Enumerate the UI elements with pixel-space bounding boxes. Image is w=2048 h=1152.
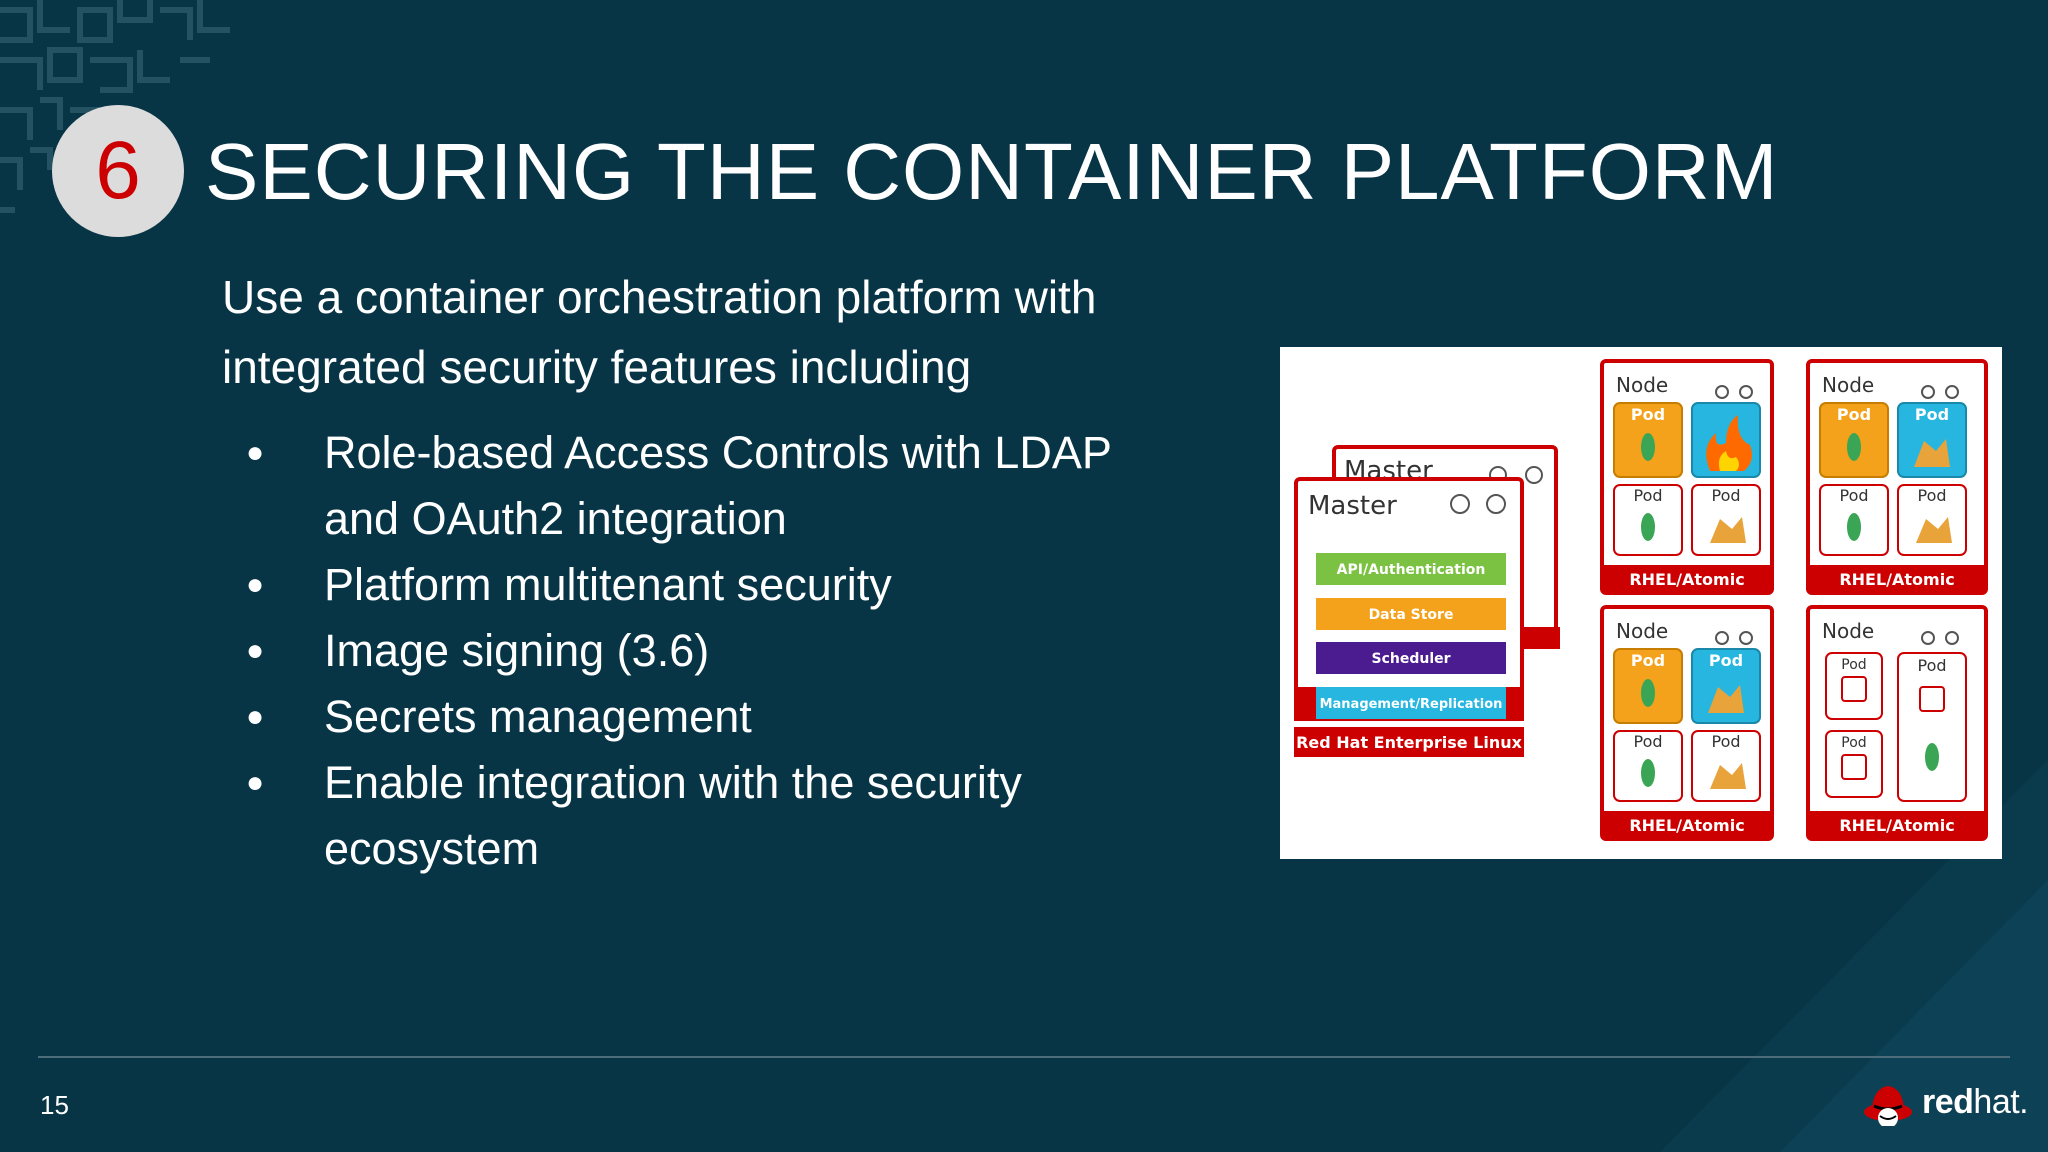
api-auth-label: API/Authentication	[1337, 562, 1486, 578]
bullet-text: Secrets management	[324, 691, 752, 742]
svg-text:Pod: Pod	[1839, 486, 1868, 505]
node-label: Node	[1616, 619, 1668, 643]
mgmt-label: Management/Replication	[1320, 697, 1503, 712]
status-circle-icon	[1450, 494, 1470, 514]
container-icon	[1841, 754, 1867, 780]
bullet-text: Platform multitenant security	[324, 559, 892, 610]
mongodb-leaf-icon	[1847, 433, 1861, 461]
svg-text:Pod: Pod	[1631, 405, 1665, 424]
node-label: Node	[1822, 373, 1874, 397]
api-auth-block	[1316, 553, 1506, 585]
bullet-text: Enable integration with the security eco…	[324, 757, 1022, 874]
node-card-2: Node Pod Pod Pod Pod RHEL/Atomic	[1806, 359, 1988, 595]
bullet-dot-icon: ●	[246, 700, 265, 733]
section-number-badge: 6	[52, 105, 184, 237]
svg-text:Pod: Pod	[1709, 651, 1743, 670]
list-item: ● Image signing (3.6)	[240, 618, 1140, 684]
bullet-dot-icon: ●	[246, 436, 265, 469]
svg-text:Pod: Pod	[1631, 651, 1665, 670]
bullet-list: ● Role-based Access Controls with LDAP an…	[240, 420, 1140, 882]
redhat-logo: redhat.	[1862, 1078, 2029, 1126]
status-circle-icon	[1525, 466, 1543, 484]
mongodb-leaf-icon	[1641, 433, 1655, 461]
pod-box	[1897, 402, 1967, 478]
svg-text:Pod: Pod	[1711, 732, 1740, 751]
tomcat-icon	[1914, 439, 1950, 467]
master-card: Master API/Authentication Data Store Sch…	[1294, 477, 1524, 757]
node-footer: RHEL/Atomic	[1839, 570, 1954, 589]
svg-text:Pod: Pod	[1633, 732, 1662, 751]
logo-wordmark: redhat.	[1922, 1082, 2029, 1122]
svg-text:Pod: Pod	[1917, 486, 1946, 505]
svg-text:Pod: Pod	[1841, 735, 1866, 751]
pod-box	[1691, 648, 1761, 724]
logo-bold-text: red	[1922, 1083, 1974, 1121]
bullet-text: Image signing (3.6)	[324, 625, 710, 676]
list-item: ● Secrets management	[240, 684, 1140, 750]
svg-text:Pod: Pod	[1633, 486, 1662, 505]
logo-light-text: hat.	[1973, 1083, 2029, 1121]
bullet-dot-icon: ●	[246, 568, 265, 601]
svg-text:Pod: Pod	[1841, 657, 1866, 673]
pod-box	[1897, 652, 1967, 802]
list-item: ● Platform multitenant security	[240, 552, 1140, 618]
scheduler-label: Scheduler	[1371, 651, 1450, 667]
mgmt-block	[1316, 687, 1506, 719]
node-footer: RHEL/Atomic	[1629, 816, 1744, 835]
node-footer: RHEL/Atomic	[1629, 570, 1744, 589]
scheduler-block	[1316, 642, 1506, 674]
tomcat-icon	[1710, 763, 1746, 789]
svg-text:Pod: Pod	[1917, 656, 1946, 675]
mongodb-leaf-icon	[1925, 743, 1939, 771]
node-card-4: Node Pod Pod Pod RHEL/Atomic	[1806, 605, 1988, 841]
mongodb-leaf-icon	[1641, 679, 1655, 707]
data-store-block	[1316, 598, 1506, 630]
node-label: Node	[1616, 373, 1668, 397]
tomcat-icon	[1708, 685, 1744, 713]
page-number: 15	[40, 1090, 69, 1120]
node-label: Node	[1822, 619, 1874, 643]
svg-text:Pod: Pod	[1837, 405, 1871, 424]
slide-title: SECURING THE CONTAINER PLATFORM	[205, 127, 1779, 216]
mongodb-leaf-icon	[1641, 513, 1655, 541]
svg-text:Pod: Pod	[1711, 486, 1740, 505]
node-footer: RHEL/Atomic	[1839, 816, 1954, 835]
container-icon	[1841, 676, 1867, 702]
node-card-3: Node Pod Pod Pod Pod RHEL/Atomic	[1600, 605, 1774, 841]
master-footer: Red Hat Enterprise Linux	[1296, 733, 1523, 752]
fire-icon	[1706, 415, 1752, 471]
tomcat-icon	[1710, 517, 1746, 543]
bullet-dot-icon: ●	[246, 766, 265, 799]
section-number: 6	[95, 125, 141, 216]
status-circle-icon	[1486, 494, 1506, 514]
bullet-text: Role-based Access Controls with LDAP and…	[324, 427, 1112, 544]
footer-divider	[38, 1056, 2010, 1058]
mongodb-leaf-icon	[1847, 513, 1861, 541]
shadowman-hat-icon	[1864, 1086, 1912, 1126]
mongodb-leaf-icon	[1641, 759, 1655, 787]
list-item: ● Role-based Access Controls with LDAP an…	[240, 420, 1140, 552]
intro-text: Use a container orchestration platform w…	[222, 271, 1097, 393]
tomcat-icon	[1916, 517, 1952, 543]
architecture-diagram: Master Master API/Authentication Data St…	[1280, 347, 2002, 859]
node-card-1: Node Pod Pod Pod RHEL/Atomic	[1600, 359, 1774, 595]
svg-text:Pod: Pod	[1915, 405, 1949, 424]
architecture-diagram-svg: Master Master API/Authentication Data St…	[1294, 359, 1988, 841]
container-icon	[1919, 686, 1945, 712]
list-item: ● Enable integration with the security ec…	[240, 750, 1140, 882]
data-store-label: Data Store	[1369, 607, 1454, 623]
master-label: Master	[1308, 491, 1397, 521]
bullet-dot-icon: ●	[246, 634, 265, 667]
